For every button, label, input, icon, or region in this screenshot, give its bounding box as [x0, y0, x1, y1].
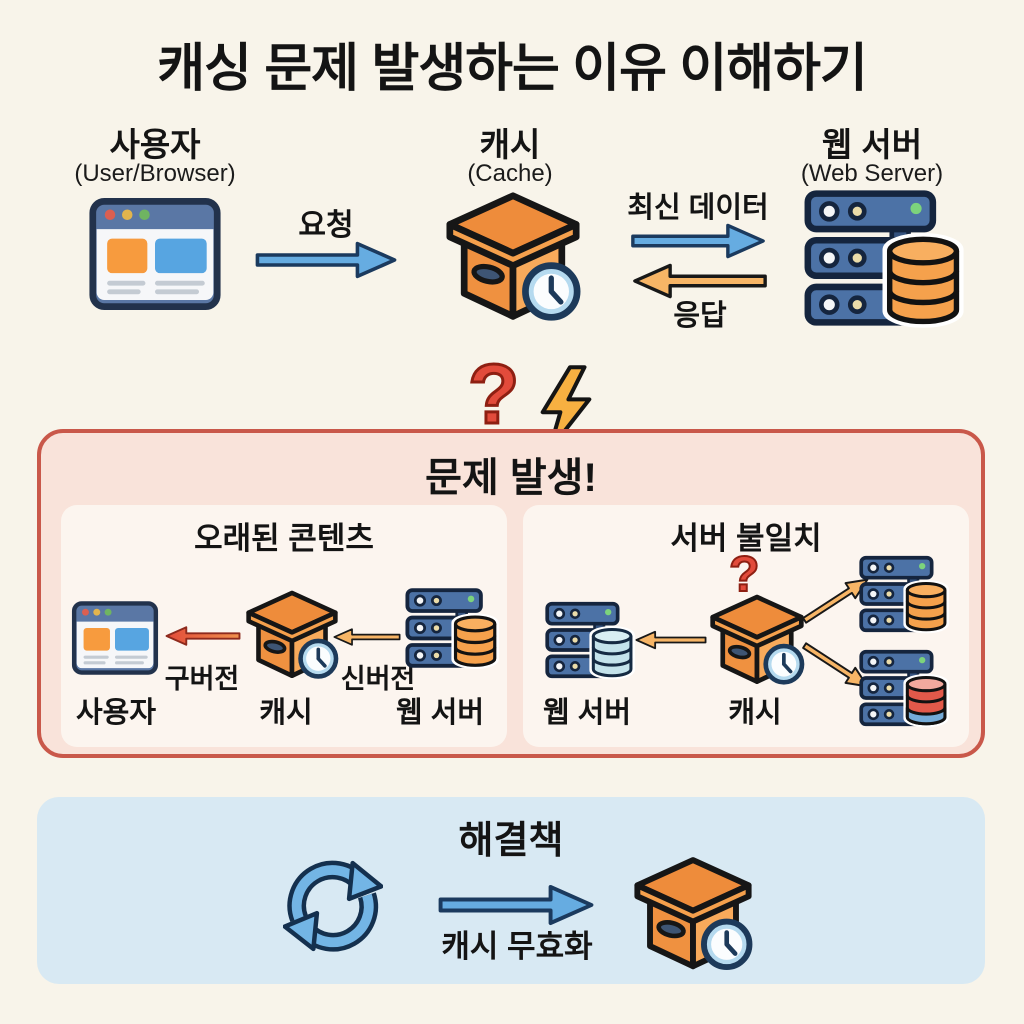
server-node-label: 웹 서버 [821, 126, 923, 163]
mismatch-left-arrow [635, 623, 707, 657]
solution-panel: 해결책 캐시 무효화 [37, 797, 985, 984]
database-icon [886, 237, 960, 325]
response-arrow-label: 응답 [673, 300, 727, 332]
problem-heading: 문제 발생! [425, 456, 597, 500]
cache-node-sublabel: (Cache) [467, 160, 553, 187]
stale-content-panel: 오래된 콘텐츠 구버전 신버전 사용자 캐시 웹 서버 [61, 505, 507, 747]
cache-box-icon [629, 855, 757, 973]
latest-data-arrow-label: 최신 데이터 [627, 192, 769, 224]
web-server-icon [859, 555, 949, 637]
new-version-arrow [333, 621, 401, 653]
user-node-sublabel: (User/Browser) [74, 160, 236, 187]
server-mismatch-panel: 서버 불일치 웹 서버 ? 캐시 [523, 505, 969, 747]
solution-heading: 해결책 [458, 820, 564, 862]
question-mark-icon: ? [728, 546, 761, 602]
refresh-icon [283, 853, 383, 959]
stale-server-label: 웹 서버 [395, 697, 485, 729]
cache-box-icon [436, 190, 590, 324]
latest-data-arrow [606, 222, 790, 260]
new-version-label: 신버전 [340, 664, 416, 694]
server-mismatch-title: 서버 불일치 [670, 521, 822, 556]
question-mark-icon: ? [466, 347, 520, 441]
database-icon [453, 615, 496, 666]
stale-cache-label: 캐시 [259, 697, 313, 729]
stale-content-title: 오래된 콘텐츠 [194, 521, 374, 556]
request-arrow-label: 요청 [298, 209, 354, 242]
mismatch-server-label: 웹 서버 [542, 697, 632, 729]
cache-node-label: 캐시 [479, 126, 541, 163]
mismatch-cache-label: 캐시 [728, 697, 782, 729]
web-server-icon [545, 601, 635, 683]
browser-icon [71, 599, 159, 677]
request-arrow [238, 240, 414, 280]
user-node-label: 사용자 [109, 126, 201, 163]
page-title: 캐싱 문제 발생하는 이유 이해하기 [157, 40, 868, 98]
database-icon [591, 628, 633, 677]
database-icon [905, 676, 947, 725]
old-version-arrow [165, 619, 241, 653]
problem-panel: 문제 발생! 오래된 콘텐츠 구버전 신버전 사용자 캐시 웹 서버 서버 불일… [37, 429, 985, 758]
server-node-sublabel: (Web Server) [800, 160, 944, 187]
old-version-label: 구버전 [164, 664, 240, 694]
browser-icon [88, 196, 222, 312]
invalidate-arrow-label: 캐시 무효화 [441, 929, 593, 964]
web-server-icon [405, 588, 499, 671]
web-server-icon [859, 649, 949, 731]
web-server-icon [800, 188, 964, 328]
stale-user-label: 사용자 [75, 697, 157, 729]
database-icon [905, 582, 947, 631]
